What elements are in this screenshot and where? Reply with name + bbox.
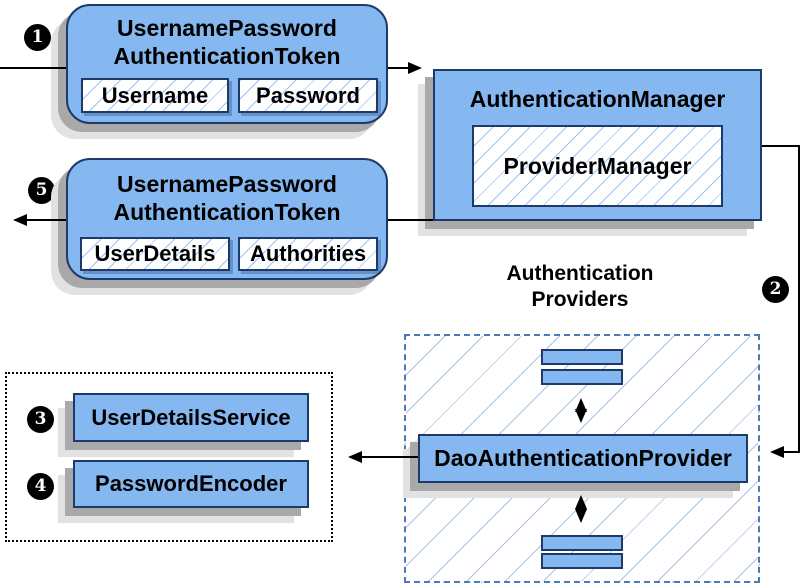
token-result-title-line1: UsernamePassword bbox=[117, 171, 337, 197]
step-3-badge: 3 bbox=[27, 406, 54, 433]
step-2-badge: 2 bbox=[762, 276, 789, 303]
password-field-box: Password bbox=[238, 78, 378, 113]
user-details-field-box: UserDetails bbox=[80, 237, 230, 271]
authentication-providers-label: Authentication Providers bbox=[455, 261, 705, 313]
password-encoder-label: PasswordEncoder bbox=[95, 471, 287, 496]
user-details-service-label: UserDetailsService bbox=[91, 404, 291, 430]
token-request-title-line1: UsernamePassword bbox=[117, 15, 337, 41]
provider-slot-bar bbox=[541, 349, 623, 365]
provider-slot-bar bbox=[541, 553, 623, 569]
password-field-label: Password bbox=[256, 82, 360, 108]
authorities-field-label: Authorities bbox=[249, 241, 367, 266]
username-password-token-request-box: UsernamePassword AuthenticationToken Use… bbox=[66, 4, 388, 124]
user-details-service-box: UserDetailsService bbox=[73, 393, 309, 442]
authentication-manager-box: AuthenticationManager ProviderManager bbox=[433, 69, 762, 221]
step-1-badge: 1 bbox=[24, 24, 51, 51]
token-result-title: UsernamePassword AuthenticationToken bbox=[68, 170, 386, 226]
user-details-field-label: UserDetails bbox=[94, 241, 216, 266]
password-encoder-box: PasswordEncoder bbox=[73, 460, 309, 508]
services-container bbox=[5, 372, 333, 542]
authentication-providers-label-line1: Authentication bbox=[506, 262, 654, 285]
authorities-field-box: Authorities bbox=[238, 237, 378, 271]
authentication-manager-title: AuthenticationManager bbox=[469, 86, 726, 112]
provider-slot-bar bbox=[541, 535, 623, 551]
dao-authentication-provider-label: DaoAuthenticationProvider bbox=[434, 445, 732, 471]
token-request-title-line2: AuthenticationToken bbox=[113, 43, 341, 69]
username-field-label: Username bbox=[101, 82, 209, 108]
step-5-badge: 5 bbox=[28, 177, 55, 204]
dao-authentication-provider-box: DaoAuthenticationProvider bbox=[418, 434, 748, 483]
token-request-title: UsernamePassword AuthenticationToken bbox=[68, 14, 386, 70]
provider-slot-bar bbox=[541, 369, 623, 385]
provider-manager-box: ProviderManager bbox=[472, 125, 723, 207]
username-field-box: Username bbox=[81, 78, 229, 113]
authentication-providers-label-line2: Providers bbox=[531, 288, 629, 311]
token-result-title-line2: AuthenticationToken bbox=[113, 199, 341, 225]
provider-manager-label: ProviderManager bbox=[503, 153, 692, 179]
username-password-token-result-box: UsernamePassword AuthenticationToken Use… bbox=[66, 158, 388, 280]
step-4-badge: 4 bbox=[27, 473, 54, 500]
